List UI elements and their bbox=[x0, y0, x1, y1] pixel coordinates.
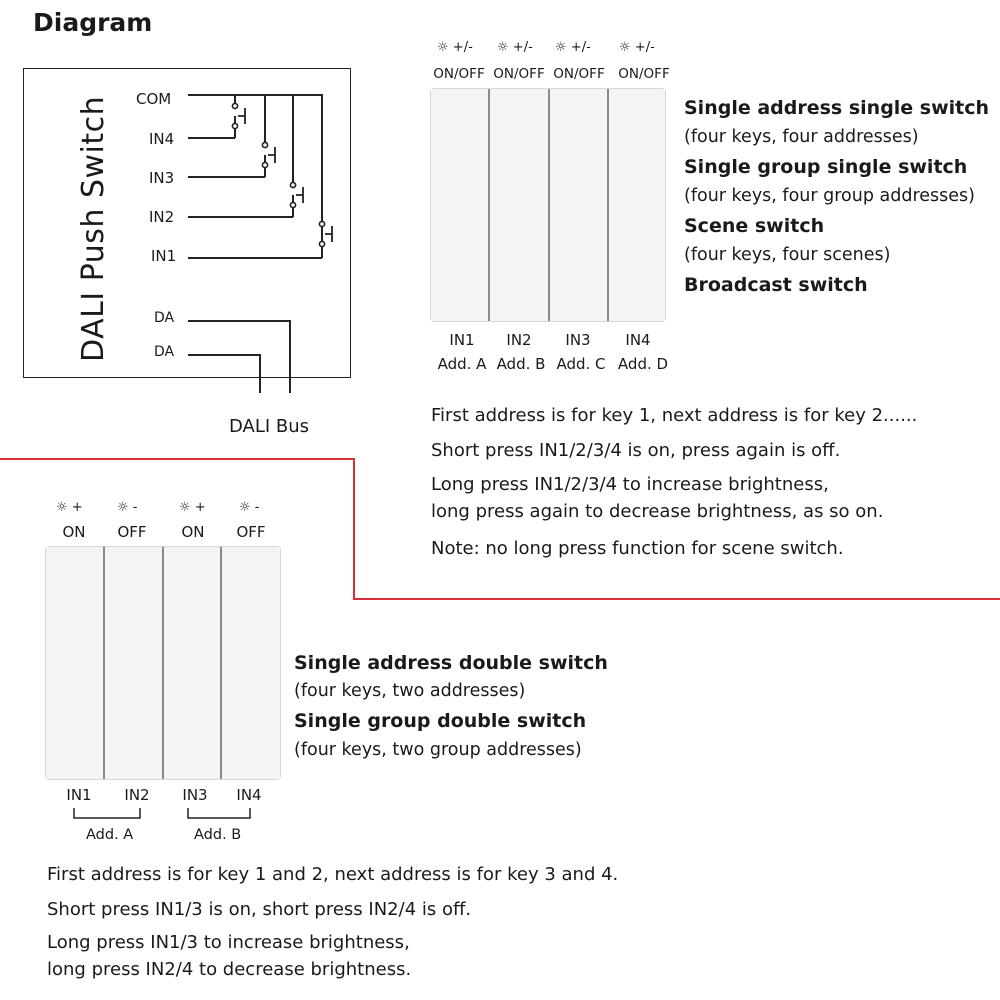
sun-icon: ☼ bbox=[555, 40, 567, 55]
key-3[interactable] bbox=[164, 547, 222, 779]
instruction-text: First address is for key 1 and 2, next a… bbox=[47, 864, 619, 885]
input-label: IN2 bbox=[124, 786, 150, 804]
key-function-4: ON/OFF bbox=[618, 66, 670, 82]
instruction-text: Note: no long press function for scene s… bbox=[431, 538, 844, 559]
key-function-2: ON/OFF bbox=[493, 66, 545, 82]
mode-note: (four keys, four addresses) bbox=[684, 127, 919, 147]
sun-icon: ☼ bbox=[179, 500, 191, 515]
input-label: IN4 bbox=[625, 331, 651, 349]
key-function-4: OFF bbox=[236, 523, 266, 541]
terminal-in1: IN1 bbox=[151, 247, 177, 265]
input-label: IN3 bbox=[565, 331, 591, 349]
input-label: IN4 bbox=[236, 786, 262, 804]
mode-title: Single address single switch bbox=[684, 97, 990, 119]
key-function-3: ON bbox=[181, 523, 205, 541]
mode-note: (four keys, two group addresses) bbox=[294, 740, 582, 760]
wiring-diagram bbox=[188, 94, 333, 393]
dali-bus-label: DALI Bus bbox=[229, 416, 310, 437]
key-icon-3: ☼ + bbox=[179, 500, 206, 515]
key-2[interactable] bbox=[105, 547, 164, 779]
key-function-3: ON/OFF bbox=[553, 66, 605, 82]
key-icon-4: ☼ - bbox=[239, 500, 260, 515]
key-1[interactable] bbox=[431, 89, 490, 321]
page-title: Diagram bbox=[33, 8, 153, 37]
key-function-1: ON bbox=[62, 523, 86, 541]
divider-line bbox=[353, 458, 355, 600]
device-box bbox=[23, 68, 351, 378]
instruction-text: First address is for key 1, next address… bbox=[431, 405, 918, 426]
address-brackets bbox=[73, 808, 251, 819]
instruction-text: Long press IN1/2/3/4 to increase brightn… bbox=[431, 474, 829, 495]
terminal-in3: IN3 bbox=[149, 169, 175, 187]
switch-panel-bottom bbox=[45, 546, 281, 780]
input-label: IN1 bbox=[449, 331, 475, 349]
instruction-text: Short press IN1/3 is on, short press IN2… bbox=[47, 899, 472, 920]
sun-icon: ☼ bbox=[239, 500, 251, 515]
key-3[interactable] bbox=[550, 89, 609, 321]
key-4[interactable] bbox=[222, 547, 280, 779]
divider-line bbox=[0, 458, 355, 460]
address-label: Add. A bbox=[86, 827, 134, 843]
sun-icon: ☼ bbox=[497, 40, 509, 55]
sun-icon: ☼ bbox=[619, 40, 631, 55]
key-icon-1: ☼ + bbox=[56, 500, 83, 515]
instruction-text: Long press IN1/3 to increase brightness, bbox=[47, 932, 410, 953]
address-label: Add. D bbox=[617, 355, 669, 373]
address-label: Add. A bbox=[437, 355, 487, 373]
key-icon-3: ☼ +/- bbox=[555, 40, 591, 55]
key-1[interactable] bbox=[46, 547, 105, 779]
key-function-2: OFF bbox=[117, 523, 147, 541]
instruction-text: Short press IN1/2/3/4 is on, press again… bbox=[431, 440, 841, 461]
key-icon-1: ☼ +/- bbox=[437, 40, 473, 55]
da-wire-2 bbox=[188, 354, 261, 393]
terminal-com: COM bbox=[136, 90, 172, 108]
key-2[interactable] bbox=[490, 89, 550, 321]
mode-title: Single group double switch bbox=[294, 710, 587, 732]
mode-note: (four keys, four scenes) bbox=[684, 245, 891, 265]
instruction-text: long press IN2/4 to decrease brightness. bbox=[47, 959, 412, 980]
input-label: IN2 bbox=[506, 331, 532, 349]
sun-icon: ☼ bbox=[117, 500, 129, 515]
key-icon-2: ☼ +/- bbox=[497, 40, 533, 55]
input-label: IN1 bbox=[66, 786, 92, 804]
address-label: Add. B bbox=[194, 827, 242, 843]
mode-note: (four keys, four group addresses) bbox=[684, 186, 975, 206]
divider-line bbox=[353, 598, 1000, 600]
mode-title: Single address double switch bbox=[294, 652, 608, 674]
mode-title: Single group single switch bbox=[684, 156, 968, 178]
key-icon-4: ☼ +/- bbox=[619, 40, 655, 55]
key-icon-2: ☼ - bbox=[117, 500, 138, 515]
mode-note: (four keys, two addresses) bbox=[294, 681, 526, 701]
input-label: IN3 bbox=[182, 786, 208, 804]
address-label: Add. B bbox=[496, 355, 546, 373]
da-wire-1 bbox=[188, 320, 291, 393]
terminal-in4: IN4 bbox=[149, 130, 175, 148]
switch-panel-top bbox=[430, 88, 666, 322]
sun-icon: ☼ bbox=[56, 500, 68, 515]
sun-icon: ☼ bbox=[437, 40, 449, 55]
mode-title: Scene switch bbox=[684, 215, 825, 237]
instruction-text: long press again to decrease brightness,… bbox=[431, 501, 884, 522]
terminal-in2: IN2 bbox=[149, 208, 175, 226]
key-4[interactable] bbox=[609, 89, 665, 321]
address-label: Add. C bbox=[556, 355, 606, 373]
terminal-da-2: DA bbox=[154, 344, 175, 360]
terminal-da-1: DA bbox=[154, 310, 175, 326]
key-function-1: ON/OFF bbox=[433, 66, 485, 82]
mode-title: Broadcast switch bbox=[684, 274, 868, 296]
com-wire bbox=[188, 94, 323, 258]
